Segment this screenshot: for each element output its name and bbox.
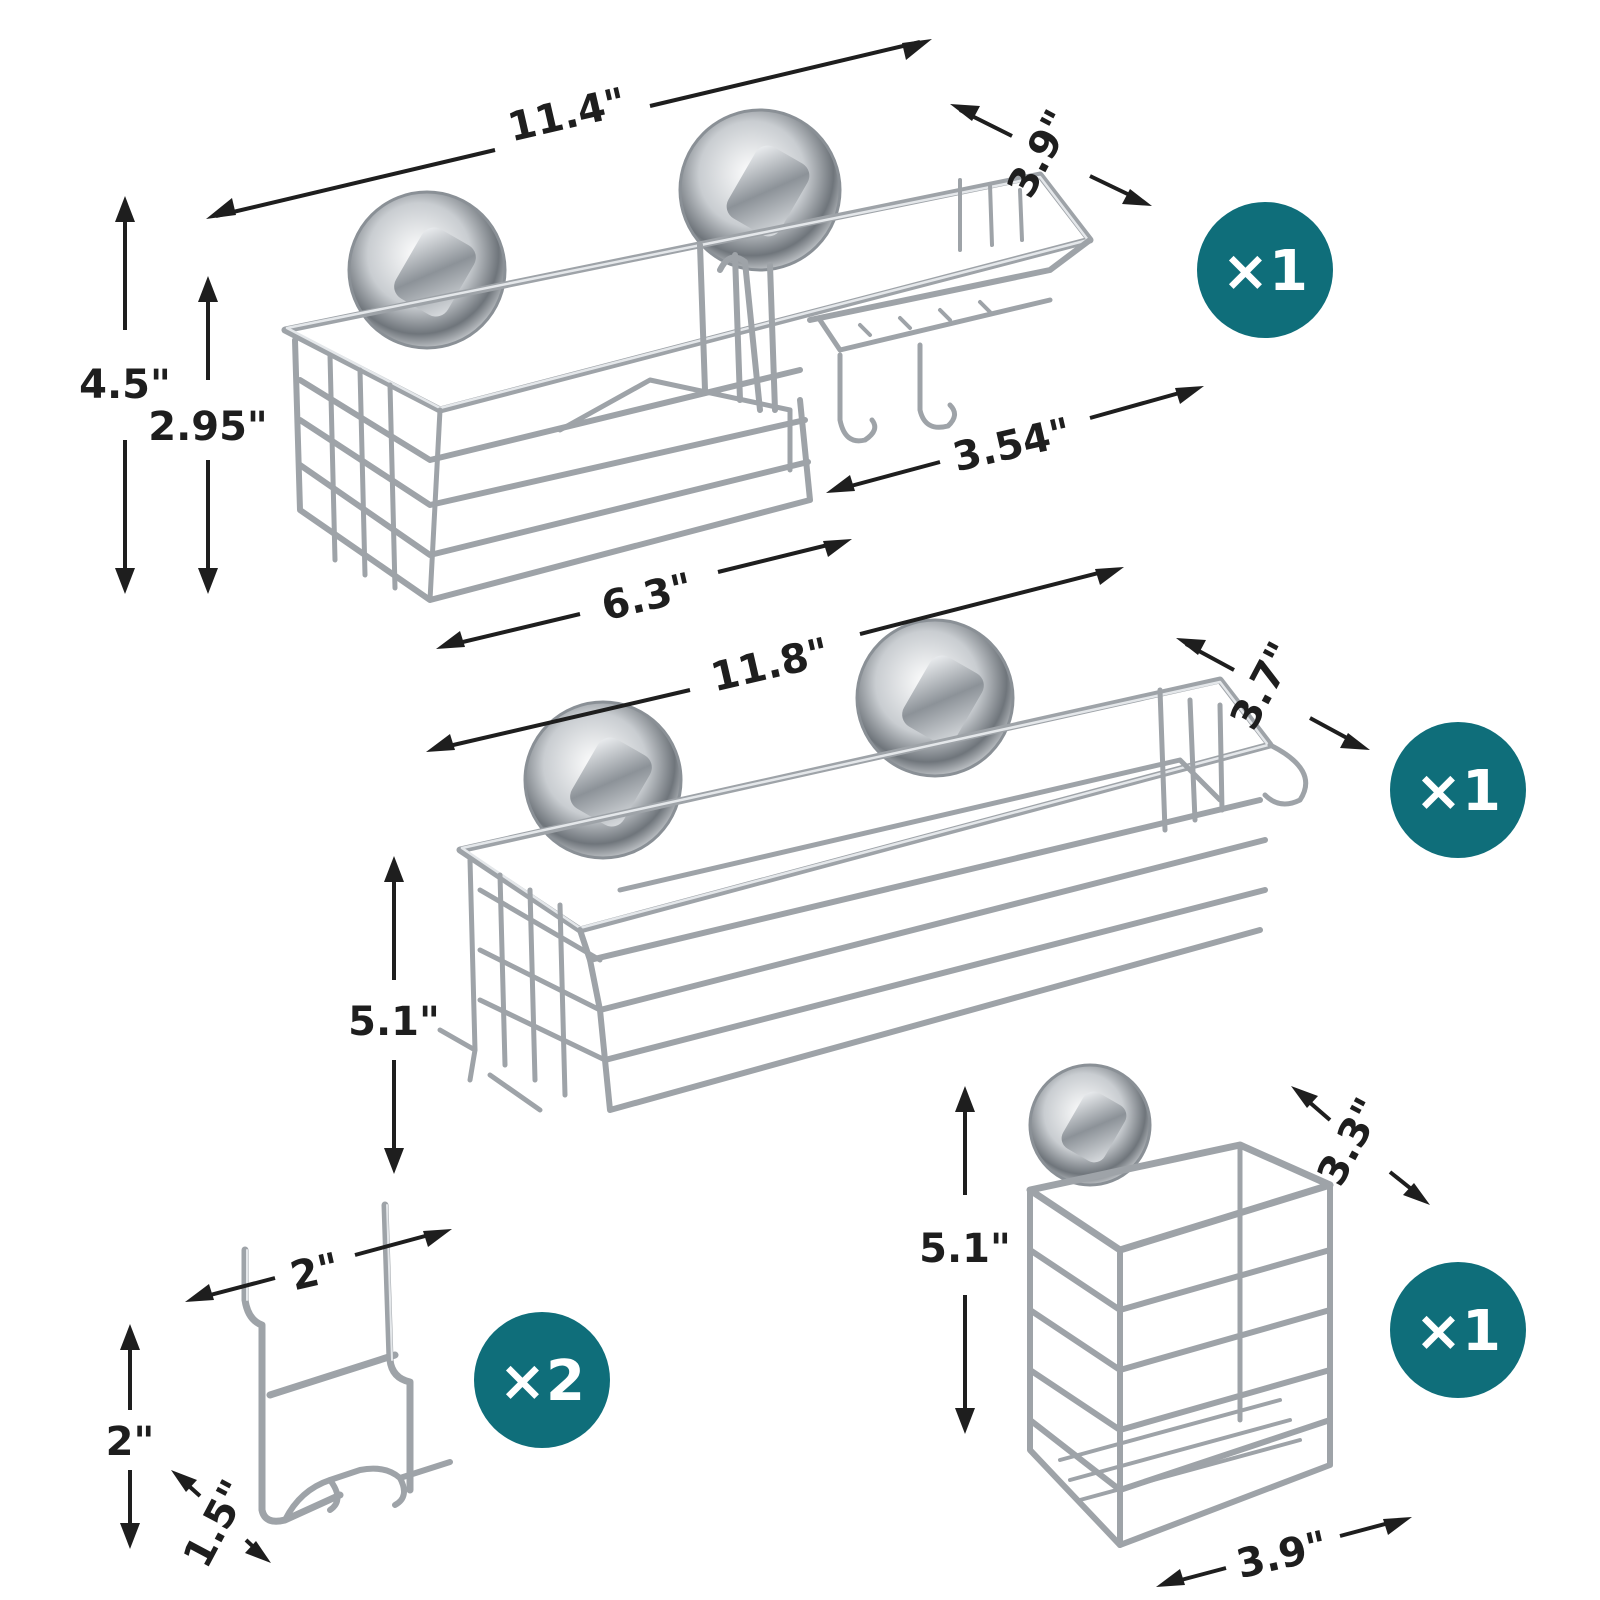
top-caddy	[281, 108, 1094, 603]
arrow-icon	[384, 1148, 404, 1174]
arrow-icon	[115, 568, 135, 594]
quantity-badge: ×1	[1390, 1262, 1526, 1398]
arrow-icon	[436, 631, 465, 649]
dimension-labels: 11.4" 3.9" 4.5" 2.95" 3.54" 6.3" 11.8" 3…	[79, 79, 1392, 1588]
dim-line	[835, 460, 941, 492]
arrow-icon	[1122, 189, 1152, 206]
dim-line	[859, 568, 1111, 636]
label-hook-width: 2"	[286, 1244, 344, 1300]
arrow-icon	[1403, 1183, 1430, 1205]
dim-line	[435, 688, 691, 751]
label-left-basket: 6.3"	[597, 565, 697, 630]
arrow-icon	[1156, 1569, 1185, 1587]
label-holder-depth: 3.3"	[1309, 1091, 1393, 1194]
arrow-icon	[171, 1470, 197, 1492]
dim-line	[1089, 388, 1191, 420]
arrow-icon	[185, 1284, 214, 1302]
arrow-icon	[955, 1408, 975, 1434]
quantity-badge: ×2	[474, 1312, 610, 1448]
label-top-width: 11.4"	[504, 79, 631, 151]
suction-cup-icon	[678, 108, 842, 272]
arrow-icon	[198, 568, 218, 594]
label-top-depth: 3.9"	[999, 103, 1083, 206]
suction-cup-icon	[1028, 1063, 1152, 1187]
middle-shelf	[437, 618, 1309, 1113]
suction-cup-icon	[347, 190, 507, 350]
arrow-icon	[423, 1229, 452, 1247]
arrow-icon	[955, 1086, 975, 1112]
arrow-icon	[1175, 386, 1204, 404]
quantity-badge: ×1	[1390, 722, 1526, 858]
arrow-icon	[1095, 567, 1124, 585]
arrow-icon	[1340, 733, 1370, 750]
arrow-icon	[1176, 638, 1206, 655]
dimension-lines	[115, 39, 1430, 1587]
dim-line	[445, 612, 581, 648]
toothbrush-holder	[1026, 1063, 1334, 1548]
arrow-icon	[198, 276, 218, 302]
arrow-icon	[206, 198, 236, 219]
arrow-icon	[245, 1541, 271, 1563]
adhesive-hook	[241, 1201, 453, 1525]
dim-line	[649, 40, 921, 108]
arrow-icon	[823, 539, 852, 557]
badge-middle-shelf: ×1	[1415, 759, 1501, 824]
arrow-icon	[950, 104, 980, 121]
badge-holder: ×1	[1415, 1299, 1501, 1364]
label-middle-height: 5.1"	[348, 999, 440, 1045]
suction-cup-icon	[523, 700, 683, 860]
label-middle-width: 11.8"	[707, 629, 834, 701]
arrow-icon	[1291, 1086, 1318, 1108]
arrow-icon	[426, 734, 455, 752]
quantity-badge: ×1	[1197, 202, 1333, 338]
dim-line	[215, 148, 496, 218]
label-middle-depth: 3.7"	[1222, 635, 1306, 738]
label-top-height-basket: 2.95"	[148, 404, 268, 450]
dim-line	[717, 540, 841, 574]
arrow-icon	[826, 475, 855, 493]
arrow-icon	[120, 1523, 140, 1549]
label-right-tray: 3.54"	[949, 409, 1076, 481]
arrow-icon	[384, 856, 404, 882]
badge-top-caddy: ×1	[1222, 239, 1308, 304]
badge-hook: ×2	[499, 1349, 585, 1414]
arrow-icon	[120, 1324, 140, 1350]
arrow-icon	[115, 196, 135, 222]
arrow-icon	[1383, 1517, 1412, 1535]
label-holder-width: 3.9"	[1232, 1523, 1332, 1588]
label-top-height-total: 4.5"	[79, 362, 171, 408]
label-holder-height: 5.1"	[919, 1226, 1011, 1272]
arrow-icon	[902, 39, 932, 60]
label-hook-height: 2"	[106, 1419, 155, 1465]
